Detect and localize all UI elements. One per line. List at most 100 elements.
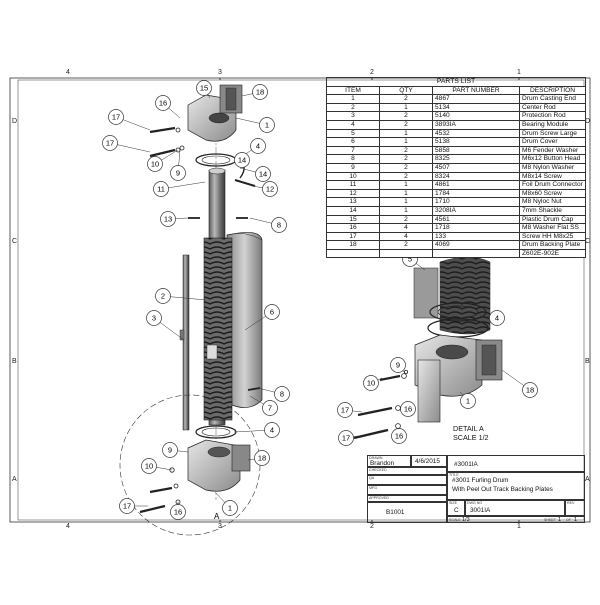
header-part-number: PART NUMBER <box>432 85 520 96</box>
main-balloon: 11 <box>153 181 169 197</box>
detail-scale: SCALE 1/2 <box>453 433 489 442</box>
cell-item: 7 <box>326 145 380 156</box>
main-balloon: 8 <box>271 217 287 233</box>
main-balloon: 17 <box>119 498 135 514</box>
main-balloon-label: 18 <box>256 88 264 97</box>
main-balloon-circle <box>254 450 270 466</box>
cell-description: M8 Nylon Washer <box>519 162 586 173</box>
cell-part-number: 1718 <box>432 223 520 233</box>
detail-balloon: 4 <box>489 310 505 326</box>
rev-label: REV <box>567 501 575 505</box>
main-balloon-label: 17 <box>112 113 120 122</box>
cell-qty: 2 <box>379 171 433 182</box>
main-balloon: 1 <box>259 117 275 133</box>
cell-part-number: 8324 <box>432 171 520 182</box>
main-balloon: 2 <box>155 288 171 304</box>
main-balloon-circle <box>170 165 186 181</box>
zone-top-2: 2 <box>370 69 374 76</box>
cell-part-number: 5138 <box>432 137 520 147</box>
main-balloon-circle <box>162 442 178 458</box>
drawn-date: 4/6/2015 <box>415 458 440 465</box>
cell-qty: 1 <box>379 128 433 139</box>
zone-left-b: B <box>12 358 17 365</box>
main-balloon: 17 <box>108 109 124 125</box>
cell-qty <box>379 248 433 259</box>
cell-part-number: 3208IA <box>432 205 520 216</box>
detail-balloon-label: 4 <box>495 314 499 323</box>
main-balloon-label: 14 <box>259 170 267 179</box>
detail-title: DETAIL A <box>453 424 484 433</box>
main-balloon-label: 18 <box>258 454 266 463</box>
code-cell: B1001 <box>367 502 447 523</box>
main-balloon: 10 <box>147 156 163 172</box>
title-block: DRAWN Brandon 4/6/2015 #3001IA CHECKED Q… <box>367 455 585 523</box>
zone-right-b: B <box>585 358 590 365</box>
scale-value: 1/3 <box>462 517 470 523</box>
size: C <box>454 507 459 514</box>
main-balloon-circle <box>264 422 280 438</box>
detail-balloon: 18 <box>522 382 538 398</box>
cell-description: Drum Cover <box>519 137 586 147</box>
detail-balloon: 16 <box>391 428 407 444</box>
detail-balloon-label: 18 <box>526 386 534 395</box>
main-balloon-label: 11 <box>157 185 165 194</box>
main-balloon-circle <box>146 310 162 326</box>
main-balloon-label: 1 <box>228 504 232 513</box>
main-balloon: 12 <box>262 181 278 197</box>
cell-part-number: 8325 <box>432 154 520 164</box>
cell-description: M8 Nyloc Nut <box>519 197 586 207</box>
table-row: Z602E-902E <box>326 248 586 259</box>
cell-description: M8x14 Screw <box>519 171 586 182</box>
zone-bottom-4: 4 <box>66 523 70 530</box>
cell-qty: 2 <box>379 154 433 164</box>
cell-qty: 2 <box>379 94 433 104</box>
detail-caption: DETAIL A SCALE 1/2 <box>453 424 489 442</box>
cell-qty: 1 <box>379 197 433 207</box>
main-balloon-circle <box>108 109 124 125</box>
main-balloon-circle <box>196 80 212 96</box>
main-balloon-label: 12 <box>266 185 274 194</box>
code: B1001 <box>386 509 405 516</box>
detail-balloon-label: 10 <box>367 379 375 388</box>
header-item: ITEM <box>326 85 380 96</box>
cell-item: 4 <box>326 119 380 130</box>
drawn-label: DRAWN <box>369 456 383 460</box>
size-label: SIZE <box>449 501 457 505</box>
cell-part-number: 1784 <box>432 188 520 199</box>
main-balloon: 18 <box>252 84 268 100</box>
main-balloon-label: 10 <box>151 160 159 169</box>
protection-rod <box>182 254 190 431</box>
drum-screw <box>203 237 233 421</box>
drum-cover <box>226 232 263 408</box>
cell-part-number <box>432 248 520 259</box>
main-balloon: 1 <box>222 500 238 516</box>
cell-part-number: 4861 <box>432 180 520 190</box>
sheet-label: SHEET <box>544 518 556 522</box>
cell-qty: 2 <box>379 119 433 130</box>
main-balloon: 4 <box>264 422 280 438</box>
of-label: OF <box>566 518 571 522</box>
zone-right-d: D <box>585 118 591 125</box>
main-balloon-label: 8 <box>277 221 281 230</box>
zone-left-c: C <box>12 238 18 245</box>
main-balloon-label: 15 <box>200 84 208 93</box>
cell-part-number: 4507 <box>432 162 520 173</box>
cell-description: M6 Fender Washer <box>519 145 586 156</box>
detail-balloon-label: 16 <box>404 405 412 414</box>
cell-item: 1 <box>326 94 380 104</box>
cell-description: Screw HH M8x25 <box>519 231 586 242</box>
title-cell: TITLE #3001 Furling Drum With Peel Out T… <box>447 472 585 500</box>
main-balloon-circle <box>222 500 238 516</box>
rev-cell: REV <box>565 500 585 516</box>
detail-circle-letter: A <box>214 512 220 521</box>
detail-balloon-circle <box>460 393 476 409</box>
main-balloon-label: 8 <box>280 390 284 399</box>
cell-item: 17 <box>326 231 380 242</box>
